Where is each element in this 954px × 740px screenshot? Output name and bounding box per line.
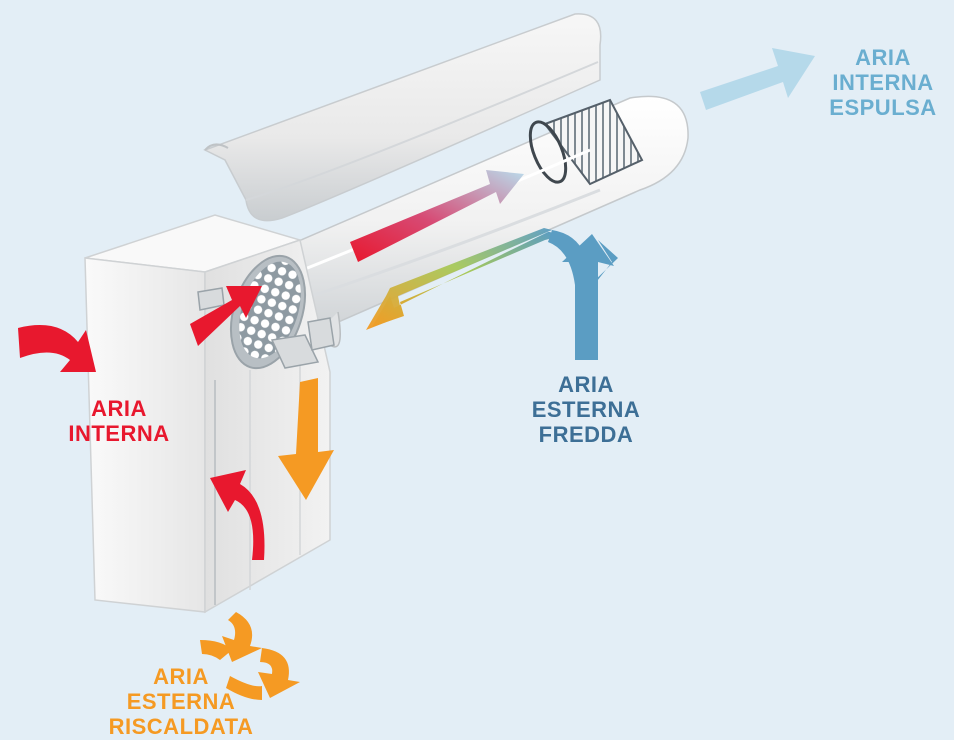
outdoor-cold-air-label-line-2: ESTERNA bbox=[531, 397, 641, 422]
indoor-air-label-line-1: ARIA bbox=[91, 396, 147, 421]
indoor-air-label: ARIA INTERNA bbox=[58, 396, 180, 446]
outdoor-cold-air-label-line-3: FREDDA bbox=[538, 422, 634, 447]
heated-air-outlet-arrow-4 bbox=[226, 676, 262, 700]
outdoor-cold-air-label: ARIA ESTERNA FREDDA bbox=[515, 372, 657, 447]
warm-air-arrow bbox=[350, 170, 524, 262]
outdoor-heated-air-label-line-3: RISCALDATA bbox=[108, 714, 254, 739]
heated-air-outlet-arrow-1 bbox=[222, 612, 262, 662]
outdoor-heated-air-label-line-2: ESTERNA bbox=[126, 689, 236, 714]
heated-air-outlet-arrow-2 bbox=[200, 640, 232, 660]
outdoor-heated-air-label: ARIA ESTERNA RISCALDATA bbox=[96, 664, 266, 739]
hex-grille bbox=[197, 254, 335, 370]
outdoor-cold-air-label-line-1: ARIA bbox=[558, 372, 614, 397]
indoor-air-inner-arrow bbox=[210, 470, 265, 560]
outdoor-heated-air-label-line-1: ARIA bbox=[153, 664, 209, 689]
cold-air-arrow-head bbox=[562, 234, 614, 360]
expelled-air-label-line-3: ESPULSA bbox=[829, 95, 937, 120]
indoor-housing bbox=[84, 214, 331, 614]
expelled-air-label: ARIA INTERNA ESPULSA bbox=[820, 45, 946, 120]
expelled-air-arrow bbox=[700, 48, 815, 110]
indoor-air-into-grille-arrow bbox=[190, 286, 262, 346]
heated-air-down-arrow bbox=[278, 378, 334, 500]
indoor-air-label-line-2: INTERNA bbox=[68, 421, 170, 446]
cool-air-arrow-body bbox=[366, 228, 552, 330]
expelled-air-label-line-2: INTERNA bbox=[832, 70, 934, 95]
indoor-air-arrow bbox=[18, 325, 96, 372]
expelled-air-label-line-1: ARIA bbox=[855, 45, 911, 70]
top-cover bbox=[203, 13, 602, 222]
heated-air-outlet-arrow-3 bbox=[258, 648, 300, 698]
